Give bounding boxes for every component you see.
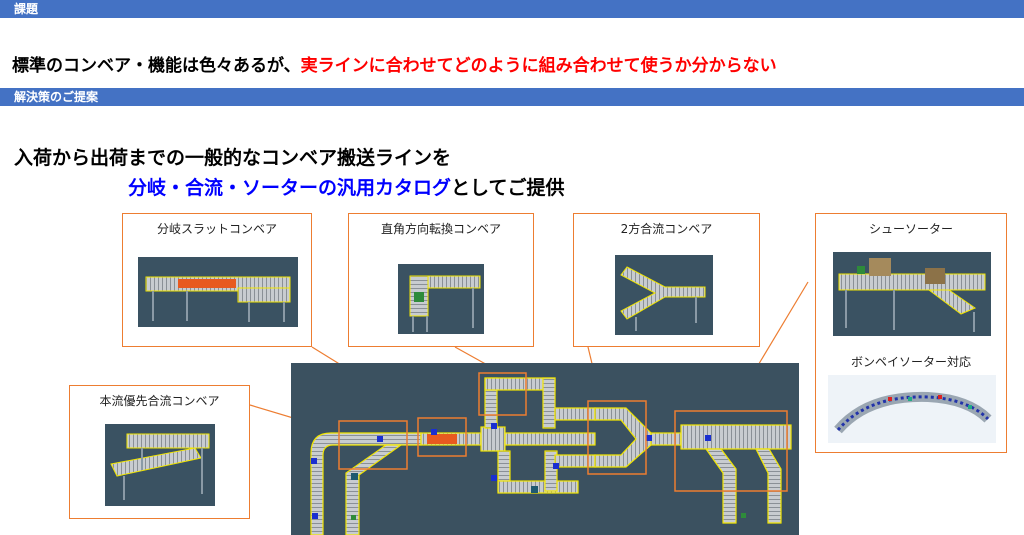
branch-slat-conveyor-image: [138, 257, 298, 327]
section-header-proposal: 解決策のご提案: [0, 88, 1024, 106]
callout-shoe-label: シューソーター: [868, 222, 953, 236]
problem-statement: 標準のコンベア・機能は色々あるが、実ラインに合わせてどのように組み合わせて使うか…: [12, 51, 777, 76]
proposal-suffix: としてご提供: [451, 177, 565, 199]
callout-shoe-sorter: シューソーター ボンペイソーター対応: [815, 213, 1007, 453]
section-header-issue: 課題: [0, 0, 1024, 18]
problem-highlight: 実ラインに合わせてどのように組み合わせて使うか分からない: [300, 56, 777, 76]
callout-two-way-merge-conveyor: 2方合流コンベア: [573, 213, 760, 347]
proposal-highlight: 分岐・合流・ソーターの汎用カタログ: [128, 177, 452, 199]
pompei-sorter-image: [828, 375, 996, 443]
callout-branch-label: 分岐スラットコンベア: [156, 222, 277, 236]
section-header-proposal-label: 解決策のご提案: [14, 90, 99, 104]
callout-pompei-label: ボンペイソーター対応: [850, 355, 971, 369]
proposal-line-1: 入荷から出荷までの一般的なコンベア搬送ラインを: [14, 147, 452, 169]
callout-mainflow-label: 本流優先合流コンベア: [99, 394, 220, 408]
callout-right-angle-label: 直角方向転換コンベア: [380, 222, 501, 236]
conveyor-layout-diagram: [291, 363, 799, 535]
two-way-merge-conveyor-image: [615, 255, 713, 335]
shoe-sorter-image: [833, 252, 991, 336]
callout-branch-slat-conveyor: 分岐スラットコンベア: [122, 213, 312, 347]
proposal-line-2: 分岐・合流・ソーターの汎用カタログとしてご提供: [128, 173, 564, 200]
callout-right-angle-conveyor: 直角方向転換コンベア: [348, 213, 534, 347]
callout-merge2-label: 2方合流コンベア: [620, 222, 713, 236]
callout-mainflow-merge-conveyor: 本流優先合流コンベア: [69, 385, 250, 519]
problem-text: 標準のコンベア・機能は色々あるが、: [12, 56, 301, 76]
section-header-issue-label: 課題: [14, 2, 39, 16]
mainflow-merge-conveyor-image: [105, 424, 215, 506]
right-angle-conveyor-image: [398, 264, 484, 334]
